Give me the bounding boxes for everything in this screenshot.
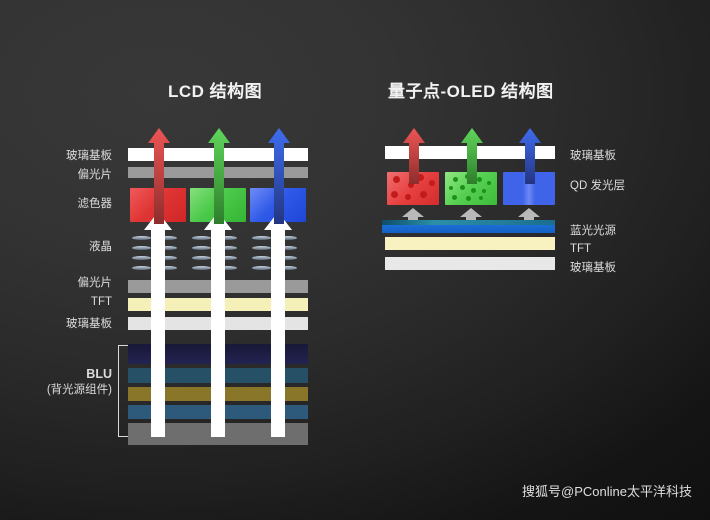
blu-bracket [118,345,128,437]
lcd-backlight-arrow-3 [264,212,292,437]
qd-oled-layer-stack [382,128,555,278]
qd-label-glass-substrate-bottom: 玻璃基板 [570,262,616,274]
lcd-backlight-arrow-2 [204,212,232,437]
lcd-liquid-crystal-cluster-3 [252,234,304,278]
qd-label-blue-light-source: 蓝光光源 [570,225,616,237]
qd-oled-diagram-title: 量子点-OLED 结构图 [388,82,554,101]
lcd-label-glass-substrate-top: 玻璃基板 [66,150,112,162]
lcd-label-polarizer-bottom: 偏光片 [77,277,113,289]
lcd-liquid-crystal-cluster-2 [192,234,244,278]
lcd-label-tft: TFT [90,296,112,308]
qd-source-arrow-2 [460,208,482,228]
lcd-blue-light-arrow [268,128,290,224]
lcd-layer-stack [128,128,308,446]
qd-layer-glass-substrate-bottom [385,257,555,270]
lcd-label-polarizer-top: 偏光片 [77,169,113,181]
qd-green-light-arrow [461,128,483,184]
qd-layer-tft [385,237,555,250]
lcd-backlight-arrow-1 [144,212,172,437]
lcd-label-color-filter: 滤色器 [77,198,113,210]
lcd-label-blu: BLU [86,367,112,381]
qd-label-glass-substrate-top: 玻璃基板 [570,150,616,162]
lcd-diagram-title: LCD 结构图 [168,82,263,101]
lcd-label-glass-substrate-bottom: 玻璃基板 [66,318,112,330]
qd-source-arrow-1 [402,208,424,228]
qd-layer-blue-source-edge [382,220,555,225]
qd-layer-blue-light-source [382,224,555,233]
qd-blue-light-arrow [519,128,541,184]
qd-label-qd-emissive: QD 发光层 [570,180,625,192]
watermark-text: 搜狐号@PConline太平洋科技 [522,484,692,499]
lcd-red-light-arrow [148,128,170,224]
lcd-label-blu-sub: (背光源组件) [46,384,112,396]
qd-red-light-arrow [403,128,425,184]
lcd-label-liquid-crystal: 液晶 [89,241,112,253]
lcd-green-light-arrow [208,128,230,224]
qd-label-tft: TFT [570,243,592,255]
lcd-liquid-crystal-cluster-1 [132,234,184,278]
qd-source-arrow-3 [518,208,540,228]
qd-cell-red [387,172,439,205]
